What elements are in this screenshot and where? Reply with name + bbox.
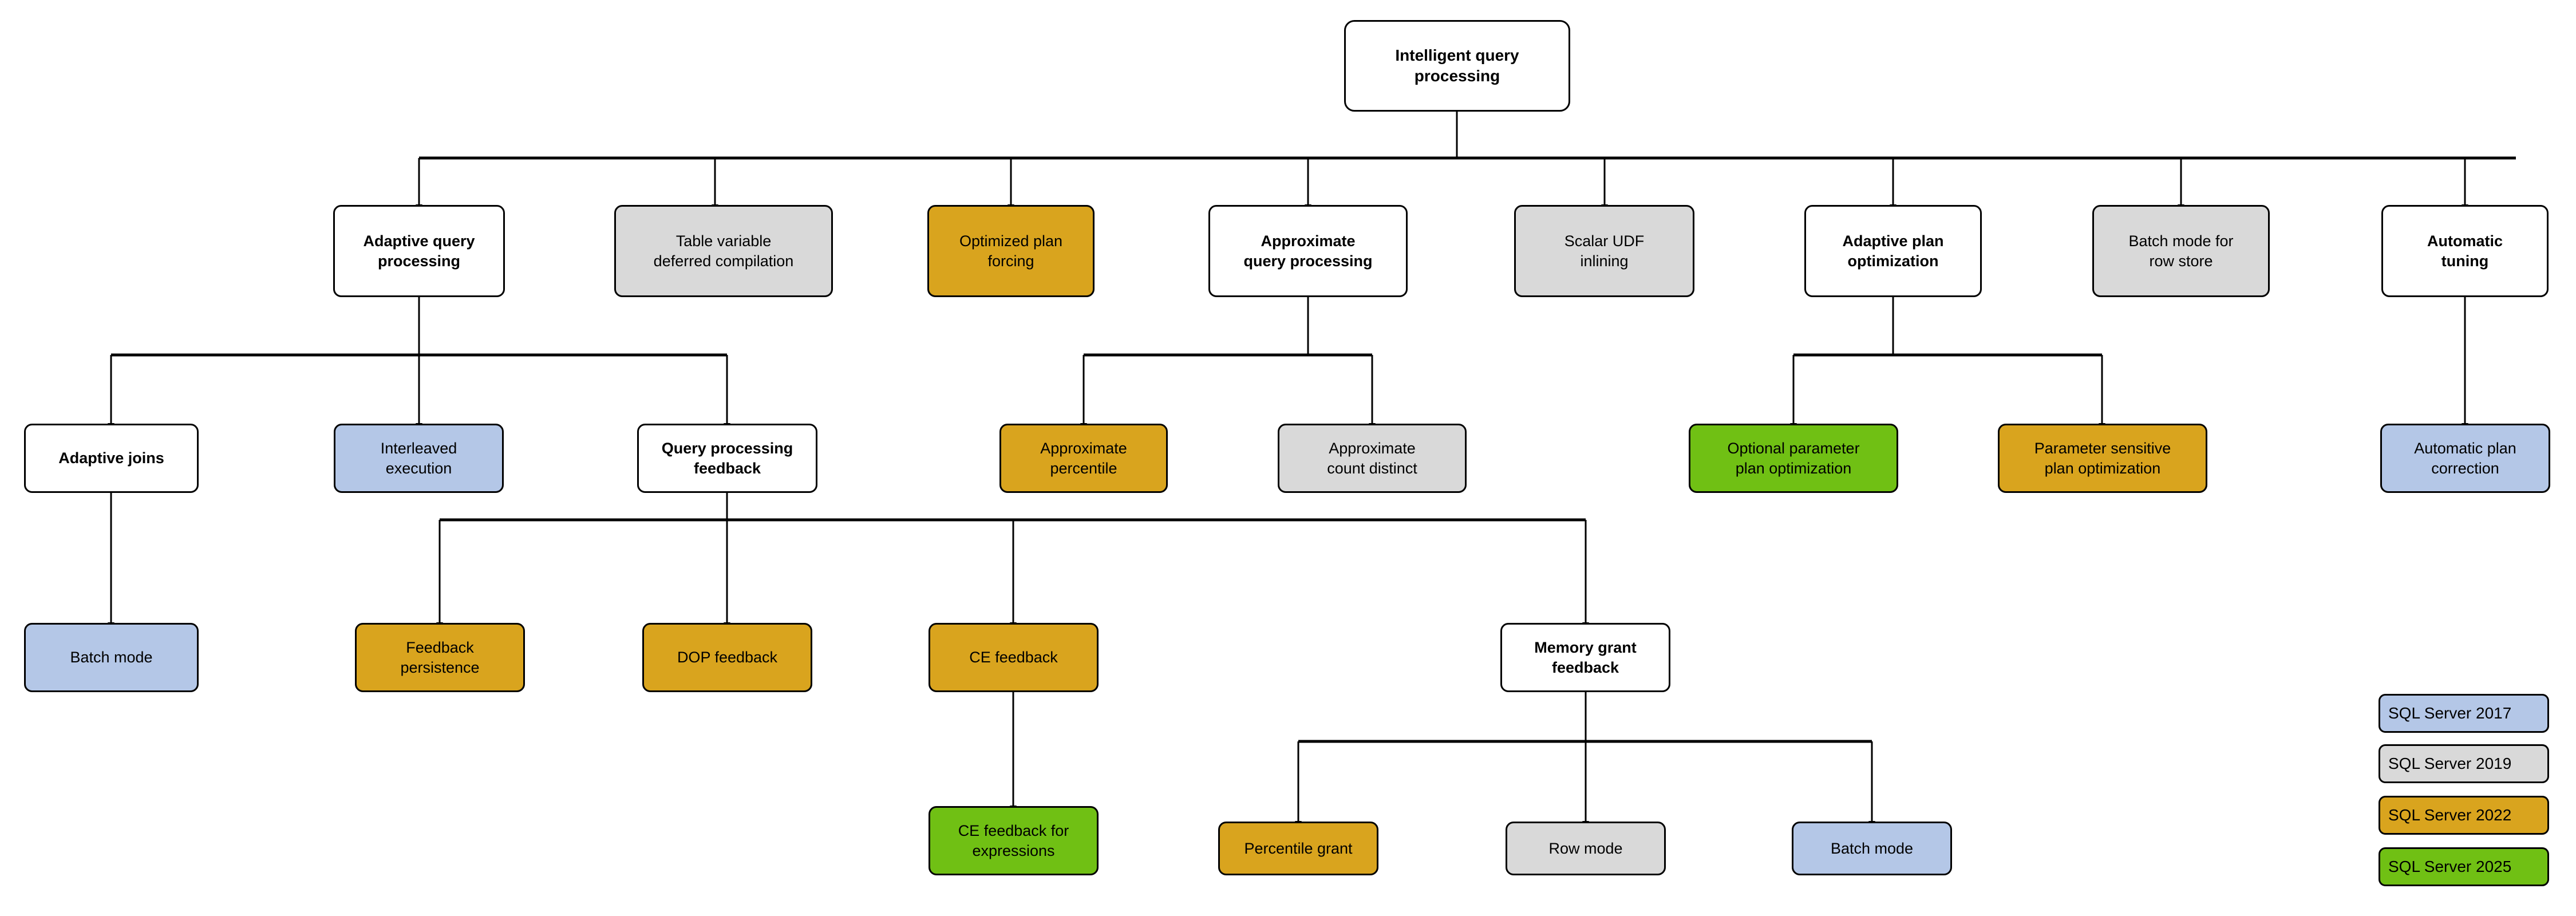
node-batch-mode-memory-grant[interactable]: Batch mode (1792, 822, 1952, 875)
legend-item-sql-server-2025-label: SQL Server 2025 (2388, 858, 2512, 875)
node-memory-grant-feedback[interactable]: Memory grant feedback (1500, 623, 1670, 692)
legend-item-sql-server-2019[interactable]: SQL Server 2019 (2379, 744, 2549, 783)
node-adaptive-plan-optimization[interactable]: Adaptive plan optimization (1804, 205, 1982, 297)
node-adaptive-query-processing-label: Adaptive query processing (363, 232, 475, 270)
node-interleaved-execution[interactable]: Interleaved execution (334, 424, 504, 493)
legend-item-sql-server-2025[interactable]: SQL Server 2025 (2379, 847, 2549, 886)
node-dop-feedback[interactable]: DOP feedback (642, 623, 812, 692)
node-optional-parameter-plan-optimization-label: Optional parameter plan optimization (1727, 439, 1860, 477)
node-optimized-plan-forcing[interactable]: Optimized plan forcing (927, 205, 1095, 297)
legend-item-sql-server-2017[interactable]: SQL Server 2017 (2379, 694, 2549, 733)
node-query-processing-feedback-label: Query processing feedback (661, 439, 793, 477)
node-approximate-percentile-label: Approximate percentile (1040, 439, 1127, 477)
node-adaptive-plan-optimization-label: Adaptive plan optimization (1842, 232, 1944, 270)
node-percentile-grant-label: Percentile grant (1244, 839, 1353, 857)
legend-item-sql-server-2022[interactable]: SQL Server 2022 (2379, 796, 2549, 835)
legend-item-sql-server-2017-label: SQL Server 2017 (2388, 704, 2512, 722)
node-batch-mode-for-row-store-label: Batch mode for row store (2128, 232, 2234, 270)
node-feedback-persistence[interactable]: Feedback persistence (355, 623, 525, 692)
legend-item-sql-server-2022-label: SQL Server 2022 (2388, 806, 2512, 824)
node-optional-parameter-plan-optimization[interactable]: Optional parameter plan optimization (1689, 424, 1898, 493)
node-percentile-grant[interactable]: Percentile grant (1218, 822, 1378, 875)
node-batch-mode-memory-grant-label: Batch mode (1830, 839, 1914, 857)
node-approximate-query-processing[interactable]: Approximate query processing (1208, 205, 1408, 297)
node-approximate-percentile[interactable]: Approximate percentile (999, 424, 1168, 493)
node-ce-feedback[interactable]: CE feedback (929, 623, 1099, 692)
legend-item-sql-server-2019-label: SQL Server 2019 (2388, 755, 2512, 772)
node-root[interactable]: Intelligent query processing (1344, 20, 1570, 112)
node-scalar-udf-inlining[interactable]: Scalar UDF inlining (1514, 205, 1694, 297)
node-approximate-query-processing-label: Approximate query processing (1243, 232, 1373, 270)
node-automatic-plan-correction-label: Automatic plan correction (2414, 439, 2516, 477)
node-ce-feedback-label: CE feedback (969, 649, 1058, 666)
node-automatic-tuning[interactable]: Automatic tuning (2381, 205, 2549, 297)
node-scalar-udf-inlining-label: Scalar UDF inlining (1564, 232, 1645, 270)
node-row-mode-label: Row mode (1548, 839, 1623, 857)
node-feedback-persistence-label: Feedback persistence (400, 638, 480, 676)
node-ce-feedback-for-expressions[interactable]: CE feedback for expressions (929, 806, 1099, 875)
node-table-variable-deferred-compilation-label: Table variable deferred compilation (653, 232, 794, 270)
node-root-label: Intelligent query processing (1395, 46, 1519, 85)
node-automatic-plan-correction[interactable]: Automatic plan correction (2380, 424, 2550, 493)
node-parameter-sensitive-plan-optimization[interactable]: Parameter sensitive plan optimization (1998, 424, 2207, 493)
node-batch-mode-adaptive-joins[interactable]: Batch mode (24, 623, 199, 692)
node-dop-feedback-label: DOP feedback (677, 649, 778, 666)
node-row-mode[interactable]: Row mode (1506, 822, 1666, 875)
node-adaptive-joins-label: Adaptive joins (58, 449, 164, 467)
node-adaptive-joins[interactable]: Adaptive joins (24, 424, 199, 493)
node-optimized-plan-forcing-label: Optimized plan forcing (959, 232, 1063, 270)
node-batch-mode-adaptive-joins-label: Batch mode (70, 649, 153, 666)
node-batch-mode-for-row-store[interactable]: Batch mode for row store (2092, 205, 2270, 297)
node-approximate-count-distinct[interactable]: Approximate count distinct (1278, 424, 1467, 493)
node-adaptive-query-processing[interactable]: Adaptive query processing (333, 205, 505, 297)
node-table-variable-deferred-compilation[interactable]: Table variable deferred compilation (614, 205, 833, 297)
node-interleaved-execution-label: Interleaved execution (380, 439, 457, 477)
node-parameter-sensitive-plan-optimization-label: Parameter sensitive plan optimization (2034, 439, 2171, 477)
node-ce-feedback-for-expressions-label: CE feedback for expressions (958, 822, 1069, 859)
node-memory-grant-feedback-label: Memory grant feedback (1534, 638, 1637, 676)
node-approximate-count-distinct-label: Approximate count distinct (1327, 439, 1417, 477)
node-query-processing-feedback[interactable]: Query processing feedback (637, 424, 817, 493)
node-automatic-tuning-label: Automatic tuning (2427, 232, 2503, 270)
